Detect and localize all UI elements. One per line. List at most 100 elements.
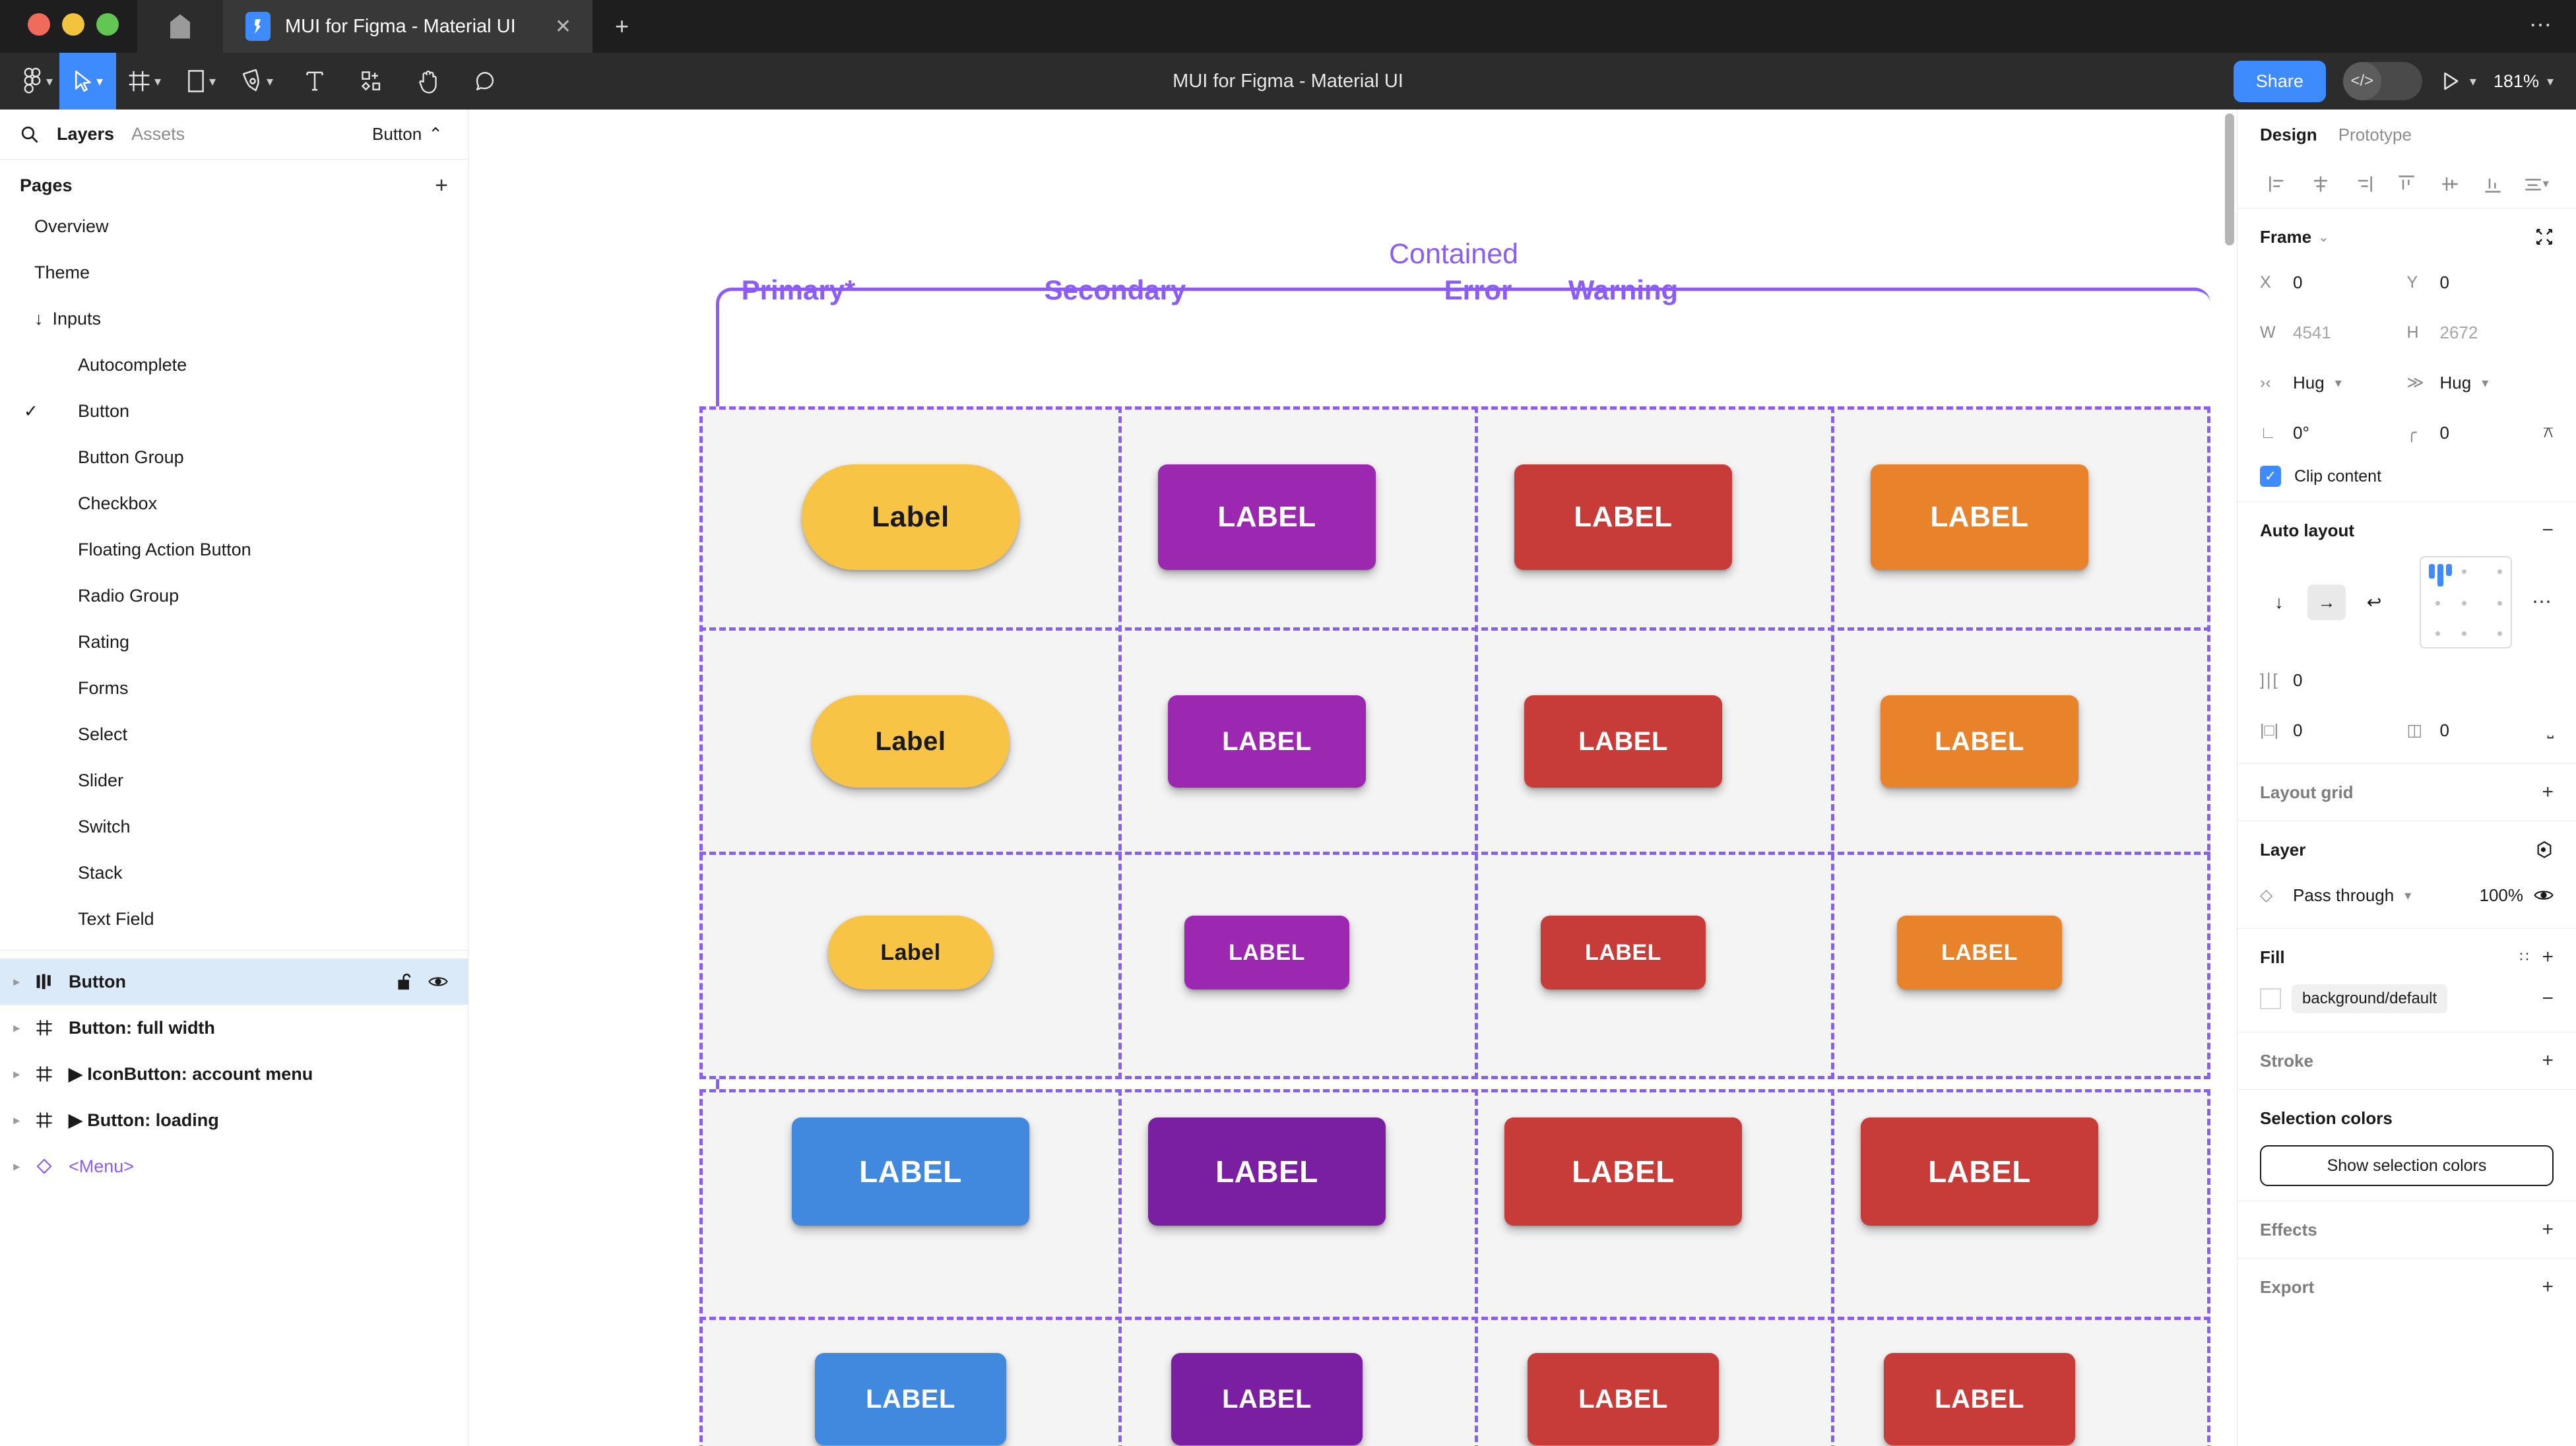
unlock-icon[interactable] bbox=[397, 972, 414, 991]
home-tab[interactable] bbox=[137, 0, 223, 53]
sidebar-item-select[interactable]: Select bbox=[0, 711, 468, 757]
sidebar-item-inputs[interactable]: ↓Inputs bbox=[0, 296, 468, 342]
button-specimen[interactable]: LABEL bbox=[792, 1117, 1029, 1226]
fill-color-swatch[interactable] bbox=[2260, 988, 2281, 1009]
sidebar-item-slider[interactable]: Slider bbox=[0, 757, 468, 803]
eye-icon[interactable] bbox=[2534, 888, 2554, 902]
close-window-button[interactable] bbox=[28, 13, 50, 36]
sidebar-item-overview[interactable]: Overview bbox=[0, 203, 468, 249]
auto-layout-padding-h-field[interactable]: |□| 0 bbox=[2260, 712, 2407, 749]
button-specimen[interactable]: LABEL bbox=[1871, 464, 2088, 570]
auto-layout-alignment-pad[interactable] bbox=[2420, 556, 2512, 648]
align-horizontal-center-icon[interactable] bbox=[2299, 174, 2342, 194]
frame-corner-radius-field[interactable]: ╭ 0 ⚻ bbox=[2407, 414, 2554, 451]
tab-prototype[interactable]: Prototype bbox=[2338, 124, 2412, 144]
chevron-right-icon[interactable]: ▸ bbox=[13, 974, 20, 988]
plus-icon[interactable]: + bbox=[435, 173, 448, 198]
button-specimen[interactable]: LABEL bbox=[1504, 1117, 1742, 1226]
individual-padding-icon[interactable]: ⎵ bbox=[2547, 721, 2554, 739]
frame-name-label[interactable]: Contained bbox=[1389, 238, 1519, 270]
chevron-down-icon[interactable]: ▾ bbox=[2334, 375, 2342, 391]
button-specimen[interactable]: Label bbox=[802, 464, 1019, 570]
sidebar-item-stack[interactable]: Stack bbox=[0, 850, 468, 896]
frame-hug-width-field[interactable]: ›‹ Hug ▾ bbox=[2260, 364, 2407, 401]
frame-hug-height-field[interactable]: ≫ Hug ▾ bbox=[2407, 364, 2554, 401]
auto-layout-vertical-button[interactable]: ↓ bbox=[2274, 592, 2284, 612]
minus-icon[interactable]: − bbox=[2542, 988, 2554, 1009]
present-button[interactable]: ▾ bbox=[2439, 70, 2476, 92]
auto-layout-wrap-button[interactable]: ↩ bbox=[2366, 592, 2382, 612]
button-specimen[interactable]: LABEL bbox=[1184, 916, 1349, 990]
frame-tool-icon[interactable]: ▾ bbox=[116, 53, 173, 110]
frame-x-field[interactable]: X 0 bbox=[2260, 264, 2407, 301]
button-specimen[interactable]: LABEL bbox=[1514, 464, 1732, 570]
chevron-right-icon[interactable]: ▸ bbox=[13, 1113, 20, 1127]
search-icon[interactable] bbox=[20, 125, 40, 144]
align-top-icon[interactable] bbox=[2385, 174, 2428, 194]
align-left-icon[interactable] bbox=[2256, 174, 2299, 194]
tab-design[interactable]: Design bbox=[2260, 124, 2317, 144]
auto-layout-padding-v-field[interactable]: ◫ 0 ⎵ bbox=[2407, 712, 2554, 749]
minimize-window-button[interactable] bbox=[62, 13, 84, 36]
sidebar-item-text-field[interactable]: Text Field bbox=[0, 896, 468, 942]
sidebar-item-button-group[interactable]: Button Group bbox=[0, 434, 468, 480]
sidebar-item-autocomplete[interactable]: Autocomplete bbox=[0, 342, 468, 388]
zoom-control[interactable]: 181% ▾ bbox=[2494, 71, 2554, 92]
scale-to-fit-icon[interactable] bbox=[2535, 228, 2554, 246]
chevron-right-icon[interactable]: ▸ bbox=[13, 1067, 20, 1081]
plus-icon[interactable]: + bbox=[2542, 1218, 2554, 1240]
plus-icon[interactable]: + bbox=[2542, 781, 2554, 803]
sidebar-item-theme[interactable]: Theme bbox=[0, 249, 468, 296]
button-specimen[interactable]: LABEL bbox=[1528, 1353, 1719, 1445]
align-vertical-center-icon[interactable] bbox=[2428, 174, 2471, 194]
layer-row[interactable]: ▸Button: full width bbox=[0, 1005, 468, 1051]
layer-row[interactable]: ▸Button bbox=[0, 959, 468, 1005]
styles-icon[interactable]: ∷ bbox=[2519, 949, 2529, 965]
button-specimen[interactable]: LABEL bbox=[1881, 695, 2078, 788]
share-button[interactable]: Share bbox=[2233, 60, 2326, 102]
layer-row[interactable]: ▸<Menu> bbox=[0, 1143, 468, 1189]
plus-icon[interactable]: + bbox=[2542, 946, 2554, 968]
sidebar-item-switch[interactable]: Switch bbox=[0, 803, 468, 850]
frame-y-field[interactable]: Y 0 bbox=[2407, 264, 2554, 301]
button-specimen[interactable]: Label bbox=[828, 916, 993, 990]
plus-icon[interactable]: + bbox=[2542, 1050, 2554, 1071]
figma-menu-icon[interactable]: ▾ bbox=[0, 53, 59, 110]
chevron-down-icon[interactable]: ▾ bbox=[267, 74, 274, 89]
design-canvas[interactable]: Contained Primary* Secondary Error Warni… bbox=[468, 110, 2237, 1446]
sidebar-item-radio-group[interactable]: Radio Group bbox=[0, 573, 468, 619]
tab-layers[interactable]: Layers bbox=[57, 124, 115, 144]
resources-icon[interactable] bbox=[343, 53, 400, 110]
button-specimen[interactable]: LABEL bbox=[1168, 695, 1366, 788]
eye-icon[interactable] bbox=[428, 974, 448, 989]
button-specimen[interactable]: LABEL bbox=[1524, 695, 1722, 788]
button-specimen[interactable]: LABEL bbox=[1884, 1353, 2075, 1445]
chevron-right-icon[interactable]: ▸ bbox=[13, 1159, 20, 1173]
browser-tab[interactable]: MUI for Figma - Material UI ✕ bbox=[223, 0, 593, 53]
chevron-down-icon[interactable]: ▾ bbox=[46, 74, 53, 89]
button-specimen[interactable]: LABEL bbox=[1171, 1353, 1363, 1445]
sidebar-item-checkbox[interactable]: Checkbox bbox=[0, 480, 468, 526]
chevron-down-icon[interactable]: ▾ bbox=[96, 74, 104, 89]
auto-layout-gap-field[interactable]: ]∣[ 0 bbox=[2260, 662, 2407, 699]
chevron-right-icon[interactable]: ▸ bbox=[13, 1021, 20, 1034]
frame-rotation-field[interactable]: ∟ 0° bbox=[2260, 414, 2407, 451]
align-right-icon[interactable] bbox=[2342, 174, 2385, 194]
comment-icon[interactable] bbox=[457, 53, 513, 110]
chevron-down-icon[interactable]: ▾ bbox=[2482, 375, 2489, 391]
sidebar-item-forms[interactable]: Forms bbox=[0, 665, 468, 711]
opacity-field[interactable]: 100% bbox=[2441, 877, 2554, 914]
chevron-down-icon[interactable]: ▾ bbox=[154, 74, 162, 89]
canvas-vertical-scrollbar[interactable] bbox=[2225, 113, 2234, 245]
plus-icon[interactable]: + bbox=[2542, 1276, 2554, 1298]
chevron-down-icon[interactable]: ▾ bbox=[2542, 177, 2549, 190]
sidebar-item-floating-action-button[interactable]: Floating Action Button bbox=[0, 526, 468, 573]
button-specimen[interactable]: LABEL bbox=[1861, 1117, 2098, 1226]
layer-row[interactable]: ▸▶ Button: loading bbox=[0, 1097, 468, 1143]
fill-token-name[interactable]: background/default bbox=[2292, 984, 2448, 1013]
close-icon[interactable]: ✕ bbox=[554, 15, 571, 38]
layer-settings-icon[interactable] bbox=[2535, 840, 2554, 859]
chevron-down-icon[interactable]: ⌄ bbox=[2318, 230, 2329, 245]
chevron-down-icon[interactable]: ▾ bbox=[209, 74, 216, 89]
frame-w-field[interactable]: W 4541 bbox=[2260, 314, 2407, 351]
